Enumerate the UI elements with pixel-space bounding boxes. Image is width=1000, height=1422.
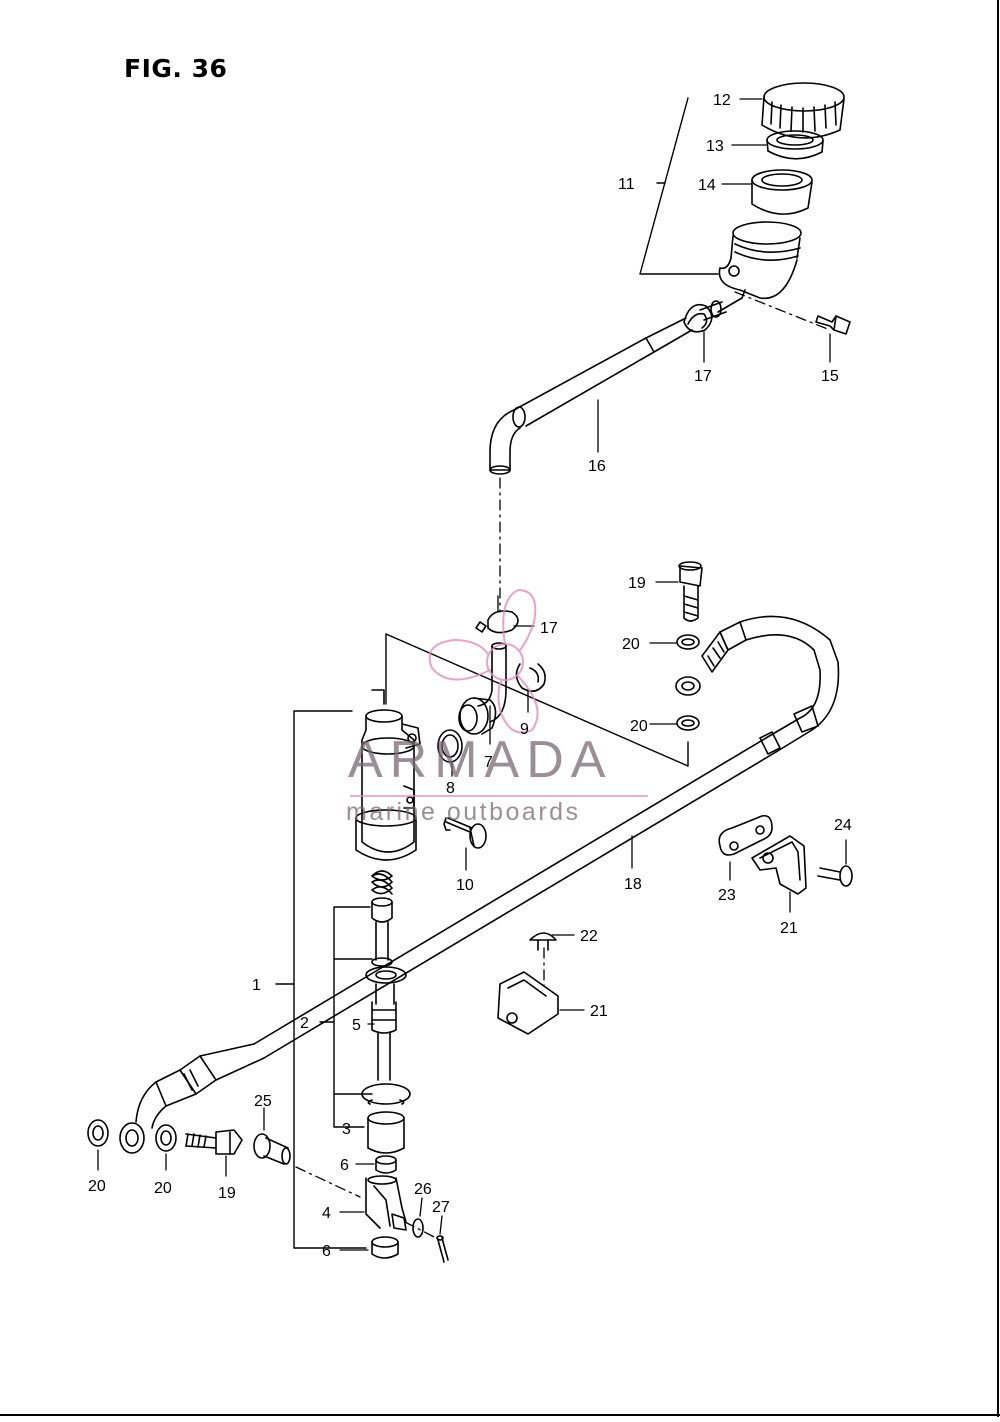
spring [371,870,393,895]
banjo-bolt-lower [185,1129,243,1155]
nut-lower [371,1236,399,1259]
callout-11: 11 [618,176,635,193]
callout-15: 15 [821,368,839,385]
nut-upper [375,1155,397,1174]
callout-24: 24 [834,817,852,834]
callout-6-upper: 6 [340,1157,349,1174]
callout-5: 5 [352,1017,361,1034]
plate-23 [718,814,773,856]
piston-assembly [361,897,411,1105]
clutch-hose [119,615,840,1154]
callout-19-top: 19 [628,575,646,592]
clevis [365,1175,407,1231]
hose-pipe [458,642,507,735]
callout-2: 2 [300,1015,309,1032]
sealing-washers-lower [87,1119,177,1152]
watermark-propeller [428,589,539,734]
bolt-15 [815,315,851,335]
callout-21-lower: 21 [590,1003,608,1020]
callout-27: 27 [432,1199,450,1216]
bracket-21-upper [751,835,807,895]
reservoir-cap [761,82,845,139]
sealing-washers-upper [676,634,700,731]
o-ring [437,729,463,763]
alignment-lines [295,291,831,1241]
callout-22: 22 [580,928,598,945]
callout-20-a: 20 [622,636,640,653]
screw-22 [529,932,557,951]
hose-nipple-top [683,300,727,333]
callout-20-b: 20 [630,718,648,735]
cotter-pin [436,1235,449,1263]
watermark-brand: ARMADA [348,731,613,789]
callout-18: 18 [624,876,642,893]
reservoir-body [717,221,802,313]
leader-brackets [275,97,719,1249]
callout-8: 8 [446,780,455,797]
callout-17-mid: 17 [540,620,558,637]
callout-25: 25 [254,1093,272,1110]
watermark-tagline: marine outboards [346,798,581,826]
clevis-pin [253,1133,291,1165]
washer-26 [412,1218,424,1238]
callout-26: 26 [414,1181,432,1198]
callout-12: 12 [713,92,731,109]
callout-14: 14 [698,177,716,194]
hose-clip-lower [475,610,519,634]
callout-23: 23 [718,887,736,904]
callout-16: 16 [588,458,606,475]
master-cylinder-body [355,689,421,861]
screw-24 [817,865,853,887]
figure-title: FIG. 36 [124,54,228,83]
dust-boot [367,1111,405,1154]
callout-13: 13 [706,138,724,155]
callout-19-lower: 19 [218,1185,236,1202]
callout-17-top: 17 [694,368,712,385]
callout-3: 3 [342,1121,351,1138]
callout-1: 1 [252,977,261,994]
diaphragm-plate [766,130,824,160]
banjo-bolt-upper [678,561,703,622]
reservoir-hose [489,317,693,475]
screw-10 [443,817,487,849]
watermark-divider [350,795,648,797]
callout-20-d: 20 [154,1180,172,1197]
callout-10: 10 [456,877,474,894]
diaphragm [751,169,813,215]
callout-20-c: 20 [88,1178,106,1195]
callout-labels: 12 13 11 14 17 15 16 19 17 20 9 20 8 7 2… [88,92,852,1260]
callout-4: 4 [322,1205,331,1222]
bracket-21-lower [497,971,559,1035]
callout-21-upper: 21 [780,920,798,937]
callout-7: 7 [484,754,493,771]
callout-6-lower: 6 [322,1243,331,1260]
callout-leaders [97,98,847,1251]
callout-9: 9 [520,721,529,738]
